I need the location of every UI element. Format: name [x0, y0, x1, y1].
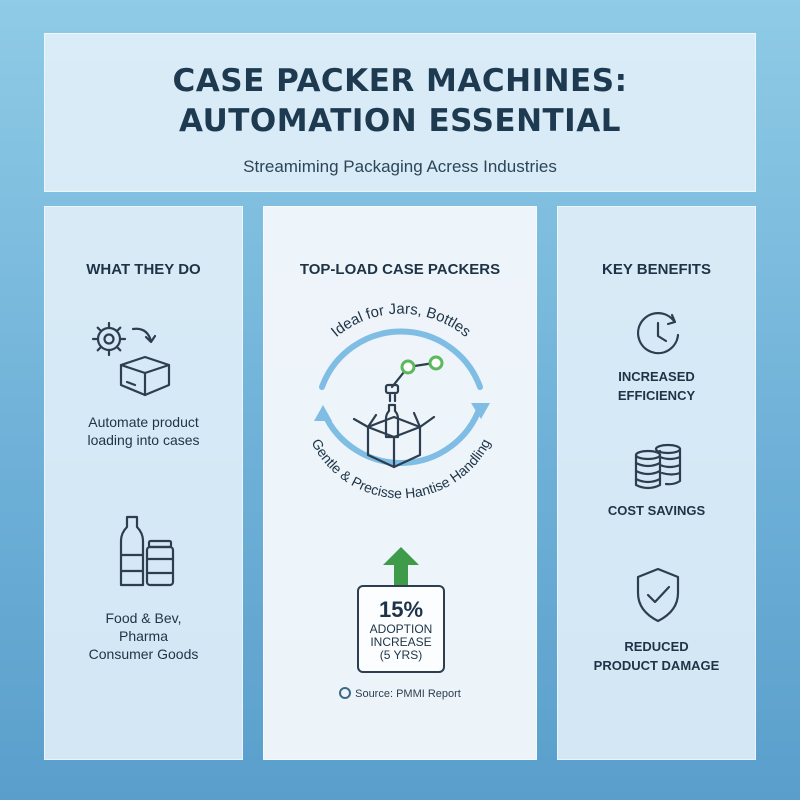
- benefit-cost-savings: COST SAVINGS: [558, 501, 755, 520]
- key-benefits-panel: KEY BENEFITS INCREASED EFFICIENCY COST S…: [557, 206, 756, 760]
- adoption-stat-line2: INCREASE: [370, 635, 432, 649]
- adoption-stat-box: 15% ADOPTION INCREASE (5 YRS): [357, 585, 445, 673]
- cycle-arrowhead-left: [314, 405, 332, 421]
- what-they-do-title: WHAT THEY DO: [86, 261, 201, 278]
- top-load-title: TOP-LOAD CASE PACKERS: [299, 261, 501, 278]
- benefit-efficiency-line1: INCREASED: [618, 369, 695, 384]
- industries-line3: Consumer Goods: [88, 646, 199, 662]
- box-icon: [119, 355, 171, 397]
- coins-icon: [634, 443, 682, 490]
- benefit-efficiency: INCREASED EFFICIENCY: [558, 367, 755, 405]
- benefit-reduced-damage: REDUCED PRODUCT DAMAGE: [558, 637, 755, 675]
- page-subtitle: Streamiming Packaging Acress Industries: [243, 157, 557, 176]
- open-box-icon: [352, 411, 436, 469]
- what-they-do-panel: WHAT THEY DO Automate product loading in…: [44, 206, 243, 760]
- what-they-do-text1: Automate product loading into cases: [45, 413, 242, 449]
- top-load-cycle-diagram: Ideal for Jars, Bottles Gentle & Preciss…: [308, 301, 493, 502]
- benefit-reduced-damage-line1: REDUCED: [624, 639, 689, 654]
- up-arrow-icon: [383, 547, 419, 585]
- item1-line2: loading into cases: [87, 432, 200, 448]
- gear-icon: [91, 321, 127, 357]
- bottle-jar-icon: [119, 515, 175, 587]
- benefit-cost-savings-line1: COST SAVINGS: [607, 503, 706, 518]
- page-title-line2: AUTOMATION ESSENTIAL: [179, 103, 621, 139]
- industries-line1: Food & Bev,: [105, 610, 182, 626]
- adoption-stat-line3: (5 YRS): [379, 648, 423, 662]
- industries-line2: Pharma: [118, 628, 169, 644]
- source-text: Source: PMMI Report: [355, 688, 461, 700]
- arc-bottom-text: Gentle & Precisse Hantise Handling: [308, 436, 493, 501]
- robot-arm-icon: [384, 355, 444, 403]
- benefit-efficiency-line2: EFFICIENCY: [617, 388, 696, 403]
- clock-icon: [637, 312, 680, 355]
- item1-line1: Automate product: [88, 414, 199, 430]
- gear-box-icon: [91, 321, 171, 397]
- cycle-arrowhead-right: [471, 403, 490, 419]
- arc-top-text: Ideal for Jars, Bottles: [328, 301, 474, 341]
- top-load-panel: TOP-LOAD CASE PACKERS Ideal for Jars, Bo…: [263, 206, 537, 760]
- shield-check-icon: [636, 567, 680, 623]
- page-title-line1: CASE PACKER MACHINES:: [172, 63, 628, 99]
- adoption-stat-line1: ADOPTION: [369, 622, 433, 636]
- bottle-in-box-icon: [384, 403, 400, 439]
- header-panel: CASE PACKER MACHINES: AUTOMATION ESSENTI…: [44, 33, 756, 192]
- key-benefits-title: KEY BENEFITS: [602, 261, 711, 278]
- adoption-stat-value: 15%: [378, 597, 424, 622]
- source-logo-icon: [339, 687, 352, 699]
- source-note: Source: PMMI Report: [264, 687, 536, 700]
- cycle-arc-top: [319, 328, 483, 390]
- benefit-reduced-damage-line2: PRODUCT DAMAGE: [593, 658, 720, 673]
- industries-text: Food & Bev, Pharma Consumer Goods: [45, 609, 242, 663]
